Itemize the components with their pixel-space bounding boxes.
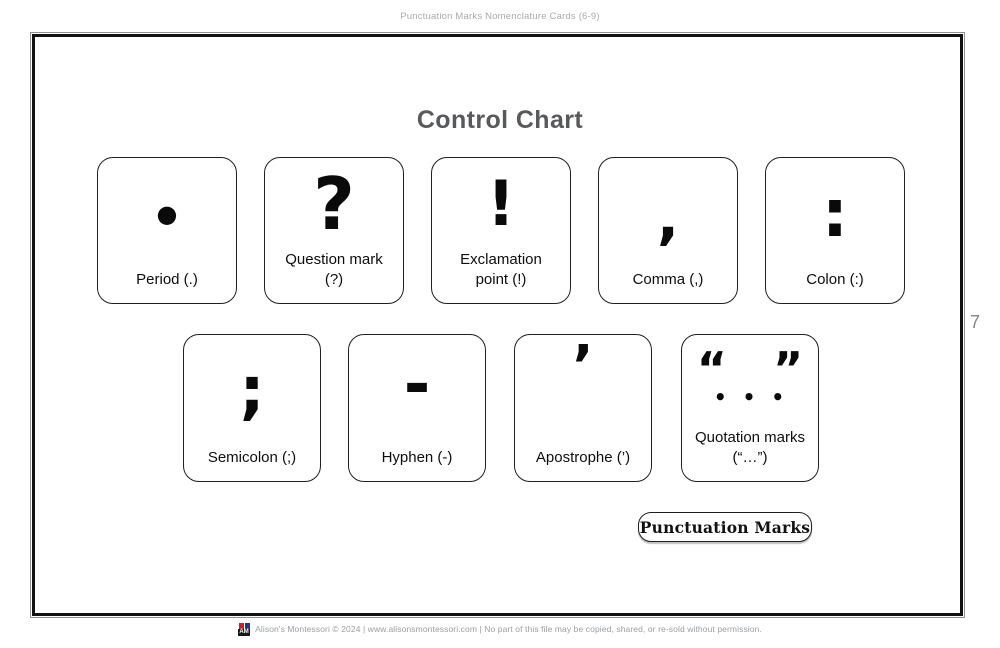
punctuation-marks-label: Punctuation Marks [639,517,811,537]
hyphen-icon: - [403,348,431,423]
card-colon: : Colon (:) [765,157,905,304]
colon-icon: : [821,174,849,252]
card-hyphen: - Hyphen (-) [348,334,486,482]
quotation-marks-glyph: “ ” [696,342,804,396]
card-apostrophe: ’ Apostrophe (’) [514,334,652,482]
period-icon: ● [156,199,178,228]
page-title: Control Chart [416,106,584,134]
question-mark-icon: ? [313,161,355,246]
card-label: Exclamation point (!) [460,250,542,288]
semicolon-icon: ; [239,354,265,429]
page-border-frame [30,32,965,618]
card-label: Period (.) [136,270,198,288]
document-footer: AM Alison's Montessori © 2024 | www.alis… [0,619,1000,639]
punctuation-marks-label-box: Punctuation Marks [638,512,812,542]
card-label: Comma (,) [632,270,704,288]
page-border-inner-rule [32,34,963,616]
card-exclamation-point: ! Exclamation point (!) [431,157,571,304]
logo-flag-icon [238,622,250,629]
comma-icon: , [656,183,680,252]
logo-monogram: AM [238,628,251,636]
card-question-mark: ? Question mark (?) [264,157,404,304]
card-label: Question mark (?) [285,250,383,288]
exclamation-point-icon: ! [486,166,516,240]
card-label: Hyphen (-) [381,448,453,466]
card-period: ● Period (.) [97,157,237,304]
alisons-montessori-logo: AM [238,622,251,636]
document-header-text: Punctuation Marks Nomenclature Cards (6-… [400,11,600,22]
quotation-marks-icon: “ ” • • • [682,335,818,428]
card-comma: , Comma (,) [598,157,738,304]
apostrophe-icon: ’ [572,334,594,399]
card-semicolon: ; Semicolon (;) [183,334,321,482]
card-label: Colon (:) [806,270,864,288]
page-number: 7 [970,312,981,332]
card-label: Apostrophe (’) [535,448,631,466]
card-label: Semicolon (;) [207,448,297,466]
ellipsis-dots-glyph: • • • [713,385,787,410]
card-quotation-marks: “ ” • • • Quotation marks (“…”) [681,334,819,482]
copyright-text: Alison's Montessori © 2024 | www.alisons… [255,624,762,634]
card-label: Quotation marks (“…”) [694,428,806,466]
